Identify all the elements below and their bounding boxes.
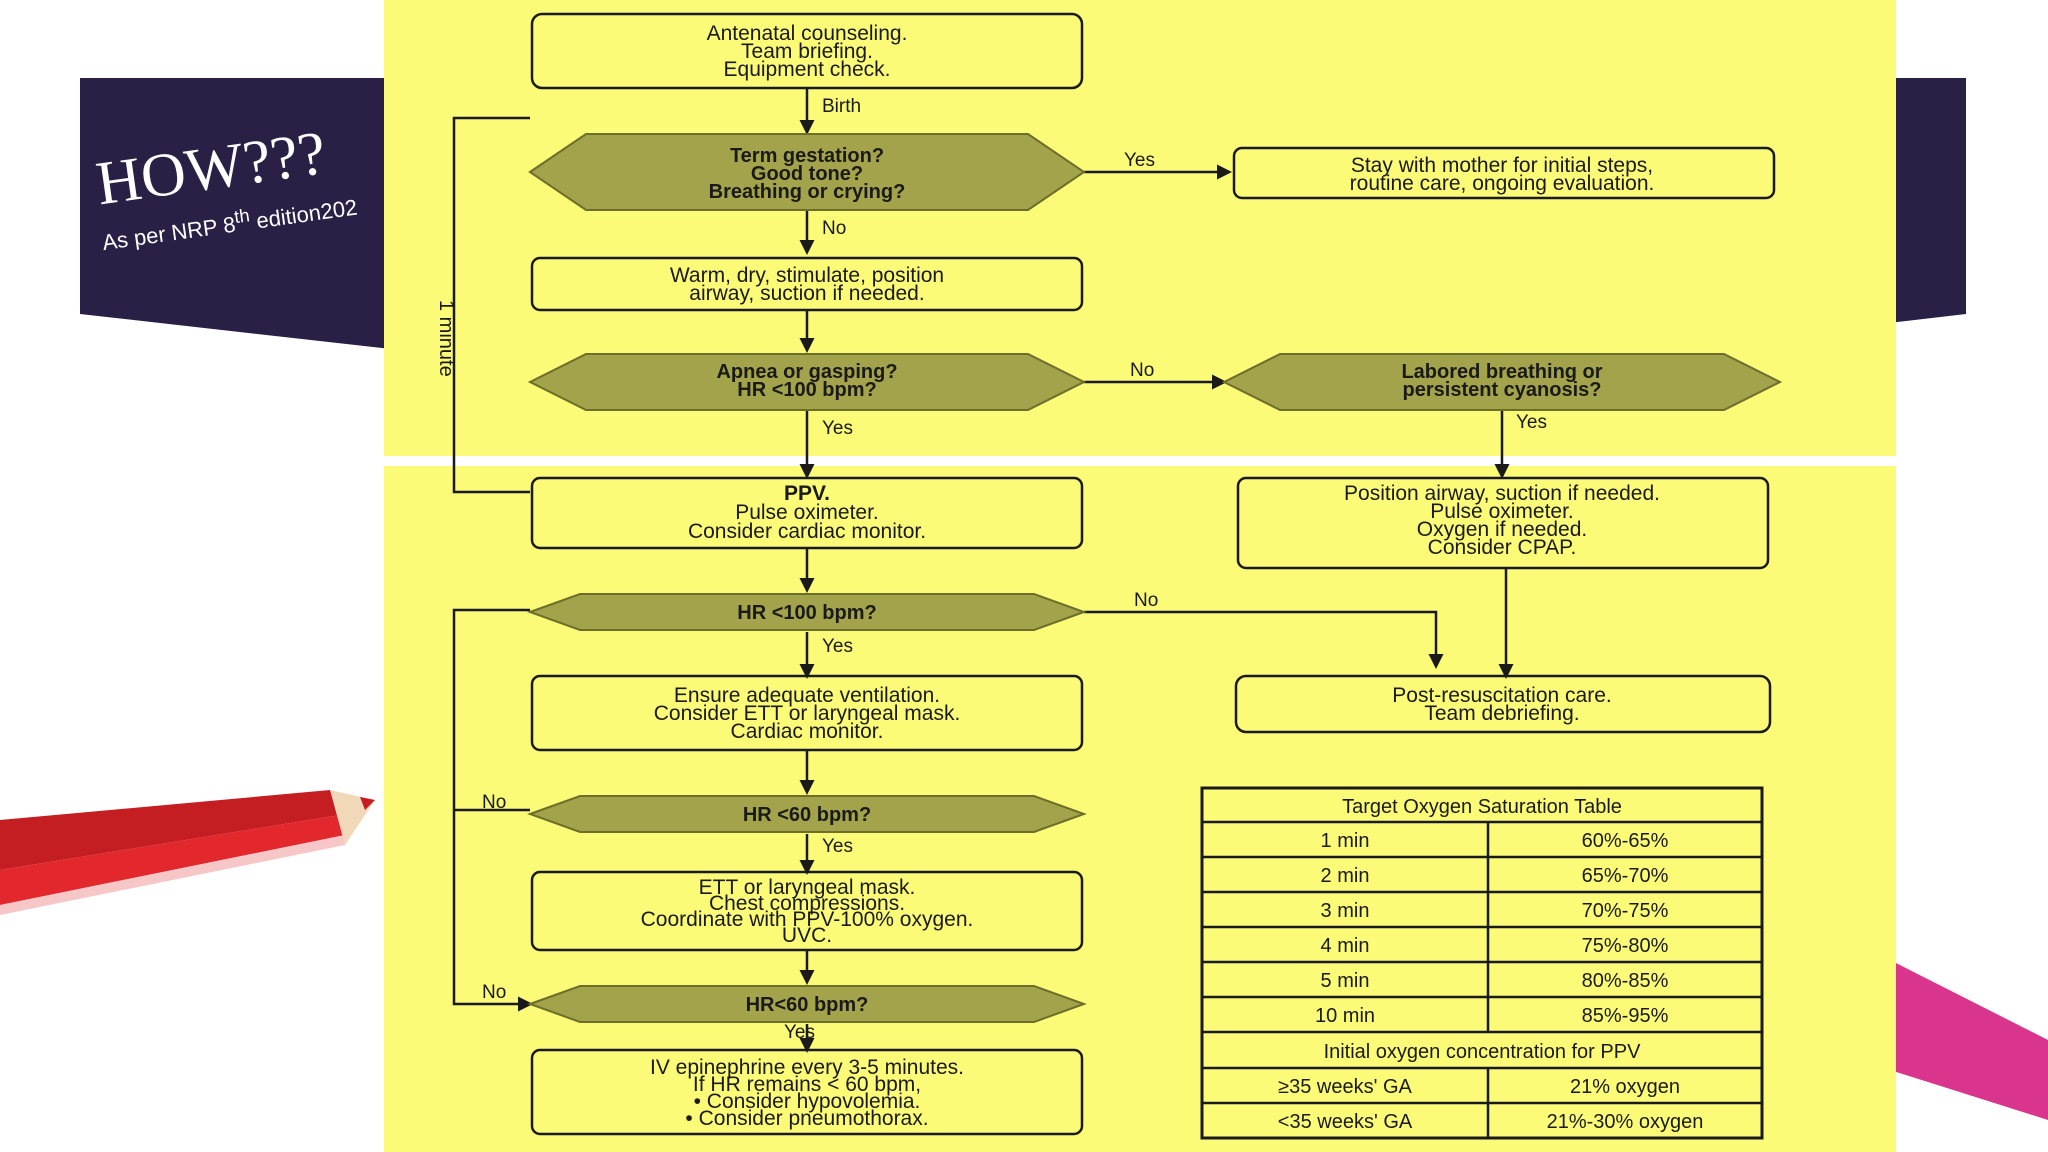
sat-row-3-time: 3 min xyxy=(1321,900,1370,922)
sat-row-5-time: 5 min xyxy=(1321,970,1370,992)
ppv-line-2: Pulse oximeter. xyxy=(735,501,879,524)
ett-box xyxy=(530,870,1084,952)
labored-decision xyxy=(1221,353,1783,411)
yes-apnea-label: Yes xyxy=(822,418,853,439)
ppv-line-3: Consider cardiac monitor. xyxy=(688,520,926,543)
nrp-flowchart: 1 minute Antenatal counseling. Team brie… xyxy=(384,0,1896,1152)
sat-row-2-time: 2 min xyxy=(1321,865,1370,887)
prep-box xyxy=(530,12,1084,90)
hr100-text: HR <100 bpm? xyxy=(737,602,876,624)
post-box xyxy=(1234,674,1772,734)
no-term-label: No xyxy=(822,218,846,239)
term-line-2: Good tone? xyxy=(751,163,863,185)
no-hr60b-label: No xyxy=(482,982,506,1003)
sat-row-1-time: 1 min xyxy=(1321,830,1370,852)
apnea-decision xyxy=(527,353,1087,411)
warm-line-1: Warm, dry, stimulate, position xyxy=(670,264,944,287)
ett-line-4: UVC. xyxy=(782,924,832,947)
stay-line-1: Stay with mother for initial steps, xyxy=(1351,154,1653,177)
warm-line-2: airway, suction if needed. xyxy=(689,282,924,305)
ett-line-2: Chest compressions. xyxy=(709,892,905,915)
yes-term-label: Yes xyxy=(1124,150,1155,171)
post-line-2: Team debriefing. xyxy=(1424,702,1579,725)
yes-hr60b-label: Yes xyxy=(784,1022,815,1043)
ensure-line-1: Ensure adequate ventilation. xyxy=(674,684,940,707)
sat-row-2-range: 65%-70% xyxy=(1582,865,1669,887)
hr60b-decision xyxy=(527,985,1087,1023)
ppv-line-1: PPV. xyxy=(784,482,830,505)
position-box xyxy=(1236,476,1770,570)
iv-line-1: IV epinephrine every 3-5 minutes. xyxy=(650,1056,964,1079)
term-decision xyxy=(528,133,1086,211)
sat-row-6-range: 85%-95% xyxy=(1582,1005,1669,1027)
iv-line-2: If HR remains < 60 bpm, xyxy=(693,1073,921,1096)
ensure-line-2: Consider ETT or laryngeal mask. xyxy=(654,702,961,725)
hr60b-text: HR<60 bpm? xyxy=(746,994,869,1016)
position-line-3: Oxygen if needed. xyxy=(1417,518,1587,541)
yes-hr60a-label: Yes xyxy=(822,836,853,857)
no-apnea-label: No xyxy=(1130,360,1154,381)
prep-line-3: Equipment check. xyxy=(724,58,891,81)
panel-divider xyxy=(384,456,1896,466)
labored-line-1: Labored breathing or xyxy=(1401,361,1602,383)
birth-label: Birth xyxy=(822,96,861,117)
prep-line-1: Antenatal counseling. xyxy=(707,22,908,45)
hr100-decision xyxy=(527,593,1087,631)
stay-box xyxy=(1232,146,1776,200)
ett-line-1: ETT or laryngeal mask. xyxy=(699,876,916,899)
position-line-1: Position airway, suction if needed. xyxy=(1344,482,1660,505)
position-line-2: Pulse oximeter. xyxy=(1430,500,1574,523)
ppv-row-2-ga: <35 weeks' GA xyxy=(1278,1111,1413,1133)
ppv-box xyxy=(530,476,1084,550)
term-line-1: Term gestation? xyxy=(730,145,884,167)
ett-line-3: Coordinate with PPV-100% oxygen. xyxy=(641,908,974,931)
sat-row-4-time: 4 min xyxy=(1321,935,1370,957)
sat-row-6-time: 10 min xyxy=(1315,1005,1375,1027)
minute-side-label: 1 minute xyxy=(435,300,457,377)
apnea-line-1: Apnea or gasping? xyxy=(716,361,897,383)
ensure-line-3: Cardiac monitor. xyxy=(731,720,884,743)
ensure-box xyxy=(530,674,1084,752)
pencil-icon xyxy=(0,790,375,915)
no-hr60a-label: No xyxy=(482,792,506,813)
sat-table-title: Target Oxygen Saturation Table xyxy=(1342,796,1622,818)
oxygen-saturation-table: Target Oxygen Saturation Table 1 min 60%… xyxy=(1200,786,1764,1140)
ppv-row-2-oxygen: 21%-30% oxygen xyxy=(1547,1111,1704,1133)
left-banner xyxy=(80,78,400,350)
ppv-row-1-oxygen: 21% oxygen xyxy=(1570,1076,1680,1098)
hr60a-decision xyxy=(527,795,1087,833)
iv-line-4: • Consider pneumothorax. xyxy=(685,1107,928,1130)
ppv-table-title: Initial oxygen concentration for PPV xyxy=(1324,1041,1642,1063)
sat-row-3-range: 70%-75% xyxy=(1582,900,1669,922)
sat-row-1-range: 60%-65% xyxy=(1582,830,1669,852)
iv-line-3: • Consider hypovolemia. xyxy=(694,1090,921,1113)
position-line-4: Consider CPAP. xyxy=(1428,536,1577,559)
term-line-3: Breathing or crying? xyxy=(709,181,906,203)
sat-row-4-range: 75%-80% xyxy=(1582,935,1669,957)
yes-hr100-label: Yes xyxy=(822,636,853,657)
hr60a-text: HR <60 bpm? xyxy=(743,804,871,826)
labored-line-2: persistent cyanosis? xyxy=(1403,379,1602,401)
ppv-row-1-ga: ≥35 weeks' GA xyxy=(1278,1076,1412,1098)
yes-labored-label: Yes xyxy=(1516,412,1547,433)
post-line-1: Post-resuscitation care. xyxy=(1392,684,1611,707)
iv-box xyxy=(530,1048,1084,1136)
apnea-line-2: HR <100 bpm? xyxy=(737,379,876,401)
warm-box xyxy=(530,256,1084,312)
sat-row-5-range: 80%-85% xyxy=(1582,970,1669,992)
prep-line-2: Team briefing. xyxy=(741,40,873,63)
stay-line-2: routine care, ongoing evaluation. xyxy=(1350,172,1655,195)
right-banner xyxy=(1880,78,1966,324)
no-hr100-label: No xyxy=(1134,590,1158,611)
right-accent-stripe xyxy=(1890,960,2048,1120)
